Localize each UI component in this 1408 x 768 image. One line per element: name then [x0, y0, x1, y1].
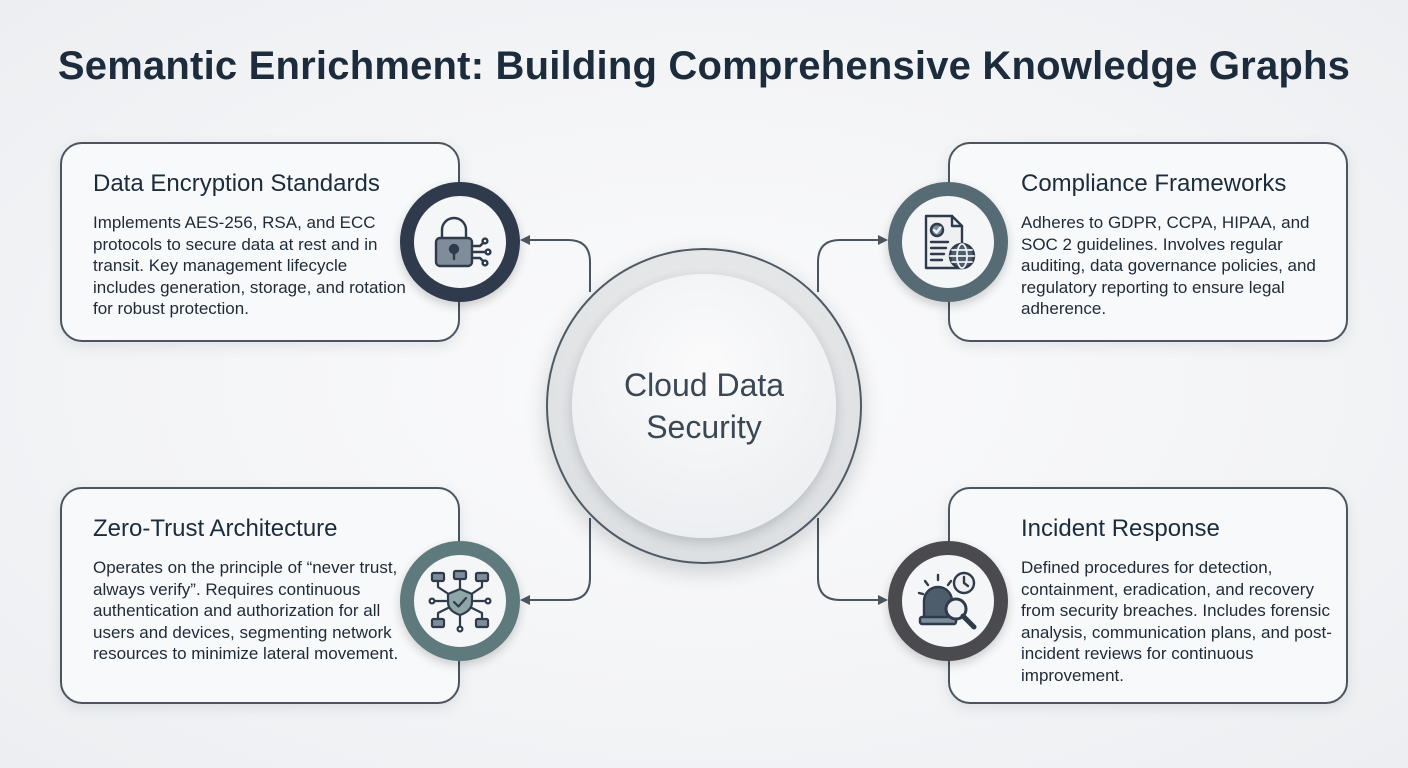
- connector-to-compliance: [817, 235, 888, 292]
- card-description: Defined procedures for detection, contai…: [1021, 558, 1332, 685]
- card-title: Compliance Frameworks: [1021, 170, 1287, 197]
- hub-label: Cloud Data Security: [623, 367, 785, 445]
- card-incident-response: Incident Response Defined procedures for…: [948, 487, 1348, 704]
- document-globe-icon: [888, 182, 1008, 302]
- card-title: Zero-Trust Architecture: [93, 515, 338, 542]
- alarm-magnifier-icon: [888, 541, 1008, 661]
- card-description: Adheres to GDPR, CCPA, HIPAA, and SOC 2 …: [1021, 213, 1316, 318]
- connector-to-zero-trust: [520, 518, 591, 605]
- central-hub: Cloud Data Security: [546, 248, 862, 564]
- card-description: Operates on the principle of “never trus…: [93, 558, 399, 663]
- connector-to-incident: [817, 518, 888, 605]
- card-data-encryption: Data Encryption Standards Implements AES…: [60, 142, 460, 342]
- central-hub-inner: Cloud Data Security: [572, 274, 836, 538]
- diagram-title: Semantic Enrichment: Building Comprehens…: [57, 44, 1351, 88]
- network-shield-icon: [400, 541, 520, 661]
- connector-to-encryption: [520, 235, 591, 292]
- padlock-circuit-icon: [400, 182, 520, 302]
- card-title: Data Encryption Standards: [93, 170, 380, 197]
- card-zero-trust: Zero-Trust Architecture Operates on the …: [60, 487, 460, 704]
- card-compliance-frameworks: Compliance Frameworks Adheres to GDPR, C…: [948, 142, 1348, 342]
- card-title: Incident Response: [1021, 515, 1220, 542]
- card-description: Implements AES-256, RSA, and ECC protoco…: [93, 213, 406, 318]
